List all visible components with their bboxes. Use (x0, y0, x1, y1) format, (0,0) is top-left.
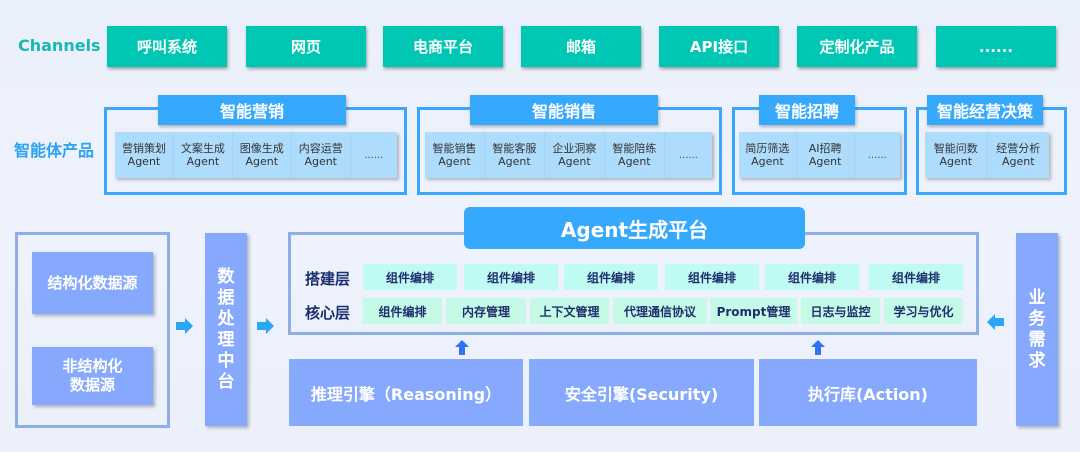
channel-more[interactable]: ...... (936, 26, 1056, 67)
products-label: 智能体产品 (14, 141, 95, 160)
build-layer-item[interactable]: 组件编排 (765, 264, 859, 290)
build-layer-item[interactable]: 组件编排 (564, 264, 658, 290)
core-layer-item[interactable]: 组件编排 (363, 298, 442, 324)
arrow-right-icon (257, 318, 274, 334)
agent-platform-title: Agent生成平台 (464, 207, 805, 249)
channel-call-system[interactable]: 呼叫系统 (107, 26, 227, 67)
core-layer-item[interactable]: 学习与优化 (884, 298, 963, 324)
channel-web[interactable]: 网页 (246, 26, 366, 67)
core-layer-item[interactable]: 上下文管理 (530, 298, 609, 324)
arrow-up-icon (455, 340, 469, 355)
group-title-sales: 智能销售 (470, 95, 658, 125)
arrow-right-icon (176, 318, 193, 334)
agent-more: ...... (867, 149, 887, 161)
reasoning-engine[interactable]: 推理引擎（Reasoning） (289, 359, 523, 426)
group-title-decision: 智能经营决策 (927, 95, 1043, 125)
build-layer-item[interactable]: 组件编排 (665, 264, 759, 290)
core-layer-item[interactable]: 日志与监控 (801, 298, 880, 324)
channels-label: Channels (18, 36, 101, 55)
build-layer-item[interactable]: 组件编排 (363, 264, 457, 290)
arrow-left-icon (987, 314, 1004, 330)
unstructured-data-source[interactable]: 非结构化 数据源 (32, 347, 153, 405)
channel-ecommerce[interactable]: 电商平台 (383, 26, 503, 67)
channel-custom-product[interactable]: 定制化产品 (797, 26, 917, 67)
core-layer-label: 核心层 (305, 304, 351, 322)
arrow-up-icon (811, 340, 825, 355)
structured-data-source[interactable]: 结构化数据源 (32, 252, 153, 314)
agent-more: ...... (364, 149, 384, 161)
build-layer-label: 搭建层 (305, 270, 351, 288)
channel-api[interactable]: API接口 (659, 26, 779, 67)
build-layer-item[interactable]: 组件编排 (464, 264, 558, 290)
agent-more: ...... (678, 149, 698, 161)
security-engine[interactable]: 安全引擎(Security) (529, 359, 754, 426)
channel-email[interactable]: 邮箱 (521, 26, 641, 67)
build-layer-item[interactable]: 组件编排 (869, 264, 963, 290)
data-processing-platform[interactable]: 数 据 处 理 中 台 (205, 233, 247, 426)
action-library[interactable]: 执行库(Action) (759, 359, 977, 426)
group-title-marketing: 智能营销 (158, 95, 346, 125)
core-layer-item[interactable]: Prompt管理 (710, 298, 797, 324)
core-layer-item[interactable]: 内存管理 (446, 298, 526, 324)
core-layer-item[interactable]: 代理通信协议 (613, 298, 707, 324)
data-source-frame (15, 232, 170, 428)
business-needs[interactable]: 业 务 需 求 (1016, 233, 1058, 426)
group-title-recruiting: 智能招聘 (759, 95, 855, 125)
